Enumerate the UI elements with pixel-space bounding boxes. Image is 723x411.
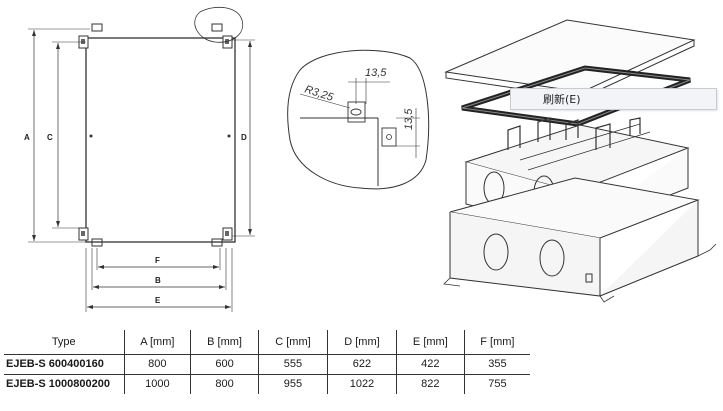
value-cell: 1000: [123, 373, 191, 394]
dim-label-b: B: [155, 276, 161, 285]
value-cell: 622: [326, 353, 397, 374]
value-cell: 555: [258, 353, 328, 374]
value-cell: 600: [190, 353, 259, 374]
column-header-f: F [mm]: [463, 330, 530, 355]
front-view: [28, 6, 255, 312]
detail-dim-horizontal: 13,5: [365, 67, 387, 79]
refresh-menu-item[interactable]: 刷新(E): [543, 93, 581, 106]
detail-callout: [194, 6, 244, 43]
type-cell: EJEB-S 1000800200: [4, 373, 124, 394]
value-cell: 355: [463, 353, 530, 374]
column-header-a: A [mm]: [123, 330, 191, 355]
value-cell: 1022: [326, 373, 397, 394]
value-cell: 755: [463, 373, 530, 394]
context-menu[interactable]: 刷新(E): [510, 88, 717, 110]
technical-drawing: A C D F B E 13,5 R3,25 13,5: [24, 6, 717, 312]
value-cell: 422: [395, 353, 465, 374]
column-header-d: D [mm]: [326, 330, 397, 355]
detail-radius-label: R3,25: [303, 83, 335, 104]
dim-label-f: F: [155, 256, 160, 265]
value-cell: 955: [258, 373, 328, 394]
exploded-3d-view: [443, 19, 717, 303]
value-cell: 822: [395, 373, 465, 394]
detail-outline: [287, 49, 430, 190]
detail-dim-vertical: 13,5: [403, 108, 415, 130]
column-header-e: E [mm]: [395, 330, 465, 355]
value-cell: 800: [123, 353, 191, 374]
dim-label-d: D: [241, 133, 247, 142]
type-cell: EJEB-S 600400160: [4, 353, 124, 374]
dim-label-c: C: [47, 133, 53, 142]
components: [507, 117, 641, 150]
dim-label-a: A: [24, 133, 30, 142]
column-header-type: Type: [4, 330, 124, 355]
column-header-c: C [mm]: [258, 330, 328, 355]
enclosure-outline: [85, 37, 236, 243]
column-header-b: B [mm]: [190, 330, 259, 355]
lid: [444, 19, 696, 93]
front-view-arrows: [32, 30, 252, 309]
detail-view: [287, 49, 430, 190]
value-cell: 800: [190, 373, 259, 394]
dim-label-e: E: [155, 296, 161, 305]
